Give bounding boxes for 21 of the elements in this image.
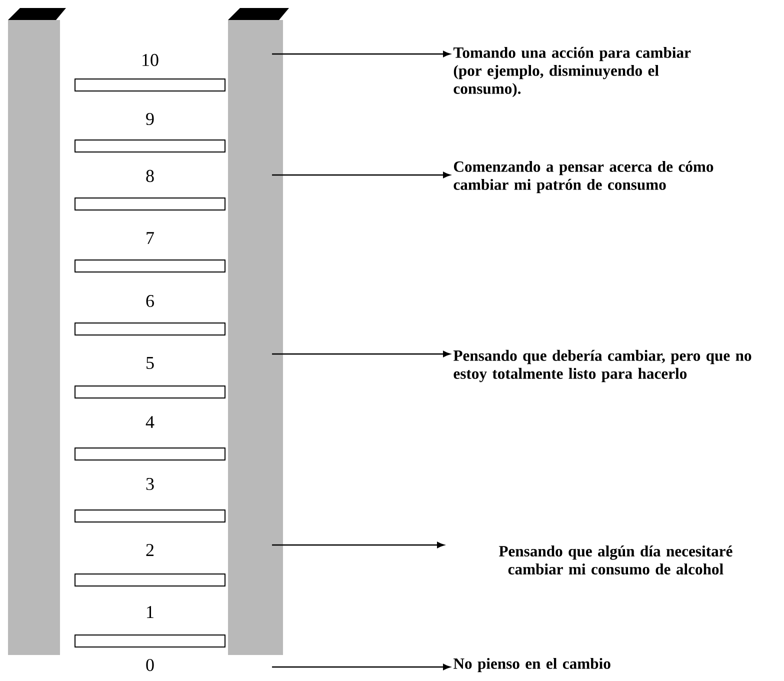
step-number: 7 — [146, 232, 154, 244]
step-number: 4 — [146, 416, 154, 428]
stage-text: No pienso en el cambio — [454, 658, 610, 672]
stage-text: Pensando que debería cambiar, pero que no estoy totalmente listo para hacerlo — [453, 350, 752, 382]
arrow — [272, 172, 450, 178]
step-number: 5 — [146, 357, 154, 369]
step-number: 1 — [147, 606, 154, 618]
step-number: 9 — [146, 112, 154, 126]
stage-text: Pensando que algún día necesitaré cambiar mi consumo de alcohol — [498, 546, 732, 575]
step-number: 2 — [146, 544, 154, 556]
step-number: 0 — [146, 658, 154, 672]
stage-text: Tomando una acción para cambiar (por ejemplo, disminuyendo el consumo). — [453, 46, 691, 98]
stage-text: Comenzando a pensar acerca de cómo cambiar mi patrón de consumo — [454, 160, 714, 194]
step-number: 6 — [146, 294, 154, 308]
step-number: 3 — [146, 478, 154, 490]
step-number: 8 — [146, 170, 154, 182]
step-number: 10 — [142, 54, 158, 66]
arrow — [272, 542, 444, 548]
arrow — [272, 350, 450, 358]
arrow — [272, 50, 450, 58]
arrow — [272, 664, 450, 670]
